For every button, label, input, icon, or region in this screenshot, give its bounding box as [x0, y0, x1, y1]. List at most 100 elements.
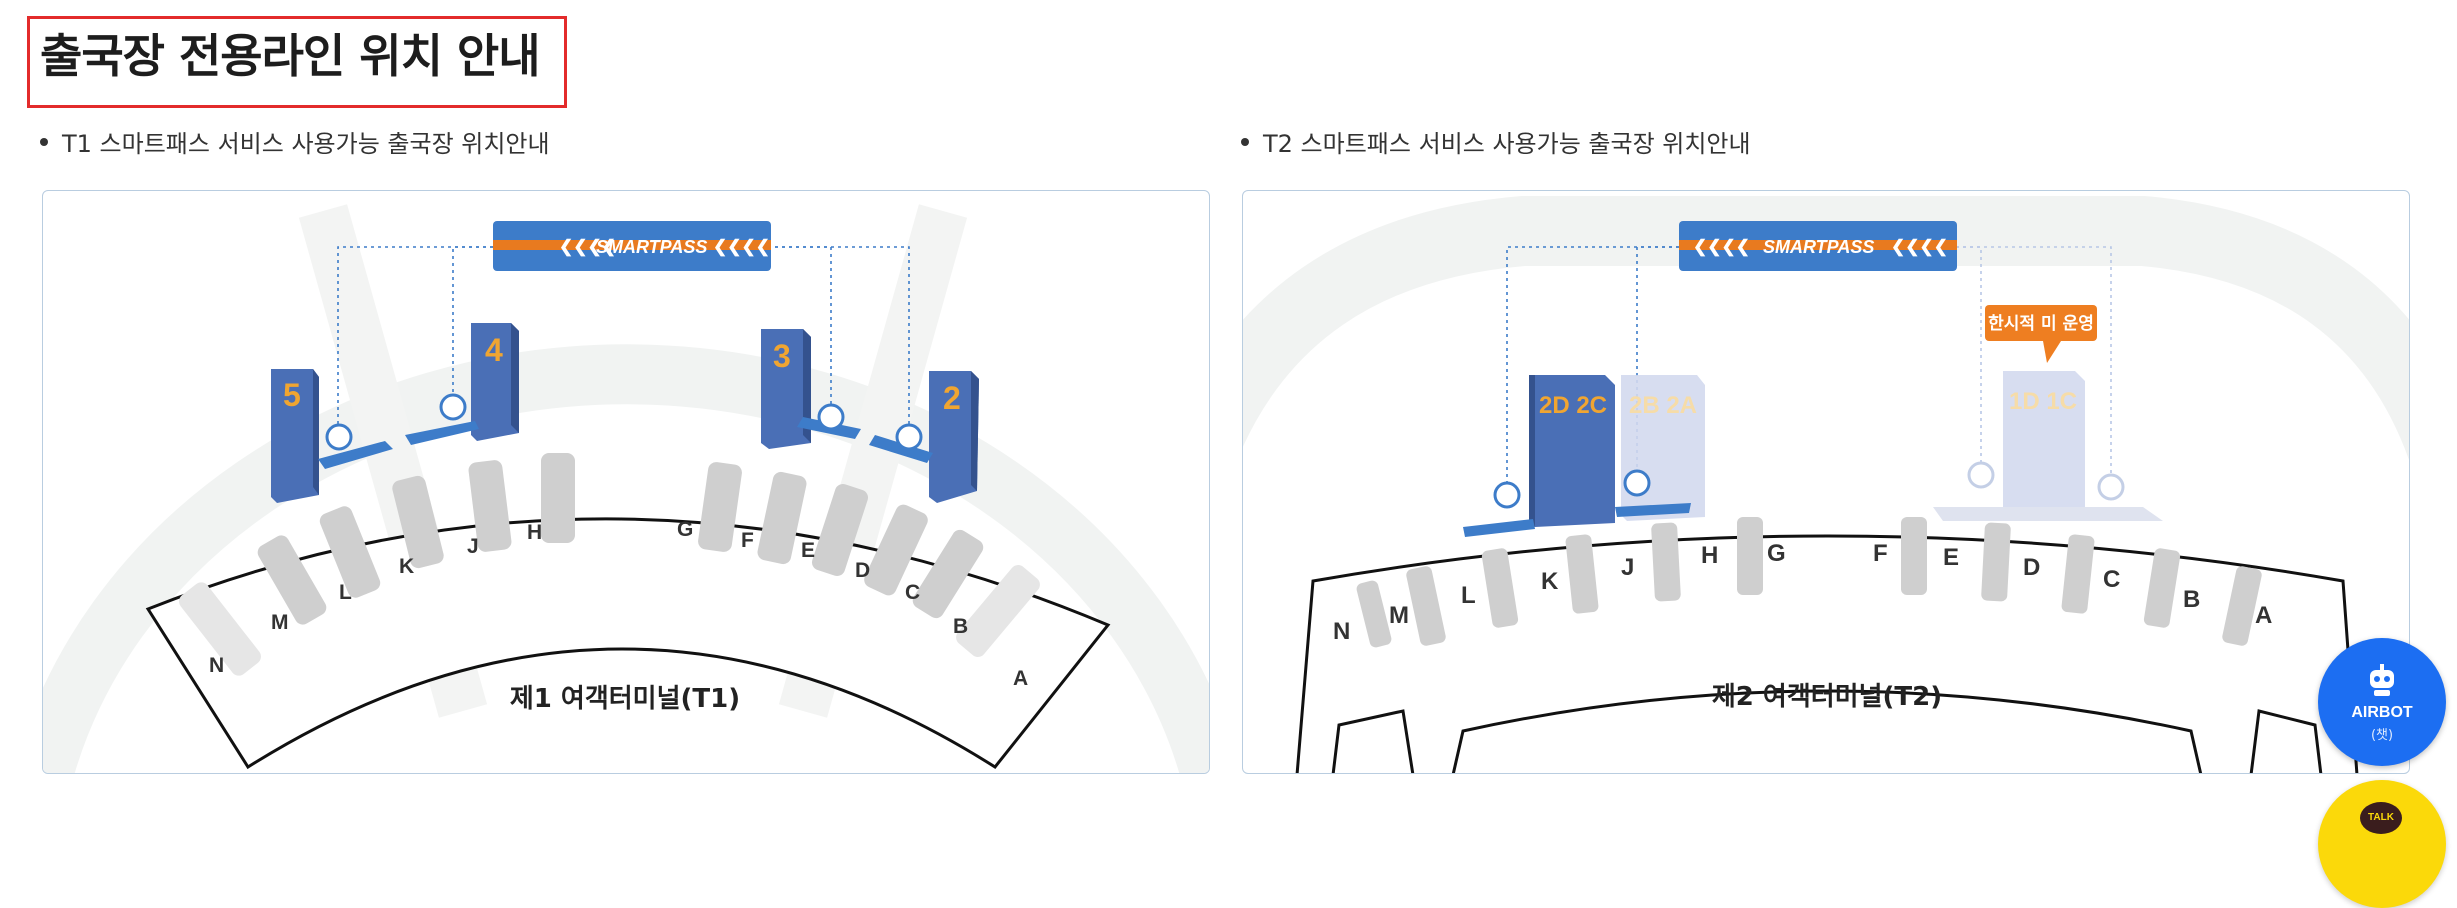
t2-markers [1493, 461, 2125, 509]
t2-gate-1d-1c-label: 1D 1C [2009, 388, 2077, 415]
connector-line [1636, 246, 1679, 483]
t2-gate-1d-1c [2003, 371, 2085, 519]
connector-line [1956, 246, 2112, 487]
t1-gate-3-number: 3 [773, 338, 791, 374]
smartpass-marker-icon [817, 403, 845, 431]
kakao-talk-button[interactable]: TALK [2318, 780, 2446, 908]
smartpass-marker-icon [1623, 469, 1651, 497]
smartpass-marker-icon [895, 423, 923, 451]
smartpass-marker-icon [1493, 481, 1521, 509]
floor-sign [1615, 503, 1691, 517]
t1-caption: T1 스마트패스 서비스 사용가능 출국장 위치안내 [40, 124, 550, 159]
t2-temp-notice-bubble [1985, 305, 2097, 341]
floor-sign [1463, 519, 1535, 537]
counter-bar [1651, 522, 1681, 602]
t2-connector-lines-inactive [1956, 246, 2112, 487]
counter-letter-n: N [1333, 618, 1350, 645]
counter-bar [257, 535, 327, 625]
counter-bar [812, 484, 868, 576]
t1-gate-4 [471, 323, 519, 441]
banner-stripe [493, 240, 771, 250]
t1-gate-5 [271, 369, 319, 503]
counter-letter-m: M [271, 611, 289, 634]
t1-banner-arrows-right: ❮❮❮❮ [713, 237, 770, 257]
t1-gate-2-number: 2 [943, 380, 961, 416]
t1-banner-arrows-left: ❮❮❮❮ [559, 237, 616, 257]
connector-line [768, 246, 910, 437]
gate-side [803, 329, 811, 443]
t1-map-panel: N M L K J H G F E D C B A ❮❮❮❮ SMARTPASS… [42, 190, 1210, 774]
counter-letter-f: F [741, 529, 754, 552]
t1-map: N M L K J H G F E D C B A ❮❮❮❮ SMARTPASS… [43, 204, 1209, 773]
counter-letter-b: B [953, 615, 968, 638]
counter-letter-c: C [905, 581, 920, 604]
counter-letter-b: B [2183, 586, 2200, 613]
talk-bubble-icon: TALK [2360, 802, 2402, 834]
counter-bar [541, 453, 575, 543]
counter-bar [2061, 534, 2095, 614]
counter-letter-g: G [1767, 540, 1786, 567]
floor-sign [405, 421, 479, 445]
counter-bar [757, 471, 807, 565]
t1-gate-5-number: 5 [283, 377, 301, 413]
counter-letter-l: L [339, 581, 352, 604]
t2-temp-notice-text: 한시적 미 운영 [1988, 314, 2094, 334]
banner-stripe [1679, 240, 1957, 250]
notice-pointer [2043, 341, 2061, 363]
t2-wing-right [2249, 709, 2323, 773]
counter-bar [2222, 566, 2262, 646]
counter-bar [1901, 517, 1927, 595]
t2-inner-line [1451, 689, 2203, 773]
t1-bg-arc [43, 344, 1209, 773]
t1-connector-lines [337, 246, 910, 437]
t1-gate-3 [761, 329, 811, 449]
counter-bar [912, 529, 984, 619]
t1-gate-4-number: 4 [485, 332, 503, 368]
counter-letter-c: C [2103, 566, 2120, 593]
counter-bar [1406, 566, 1446, 646]
smartpass-marker-icon-inactive [2097, 473, 2125, 501]
t2-terminal-building [1295, 534, 2359, 773]
t2-banner-text: SMARTPASS [1763, 237, 1874, 257]
gate-base-inactive [1933, 507, 2163, 521]
t2-caption: T2 스마트패스 서비스 사용가능 출국장 위치안내 [1241, 124, 1751, 159]
t2-gate-2d-2c-label: 2D 2C [1539, 392, 1607, 419]
counter-bar [1481, 548, 1519, 628]
gate-side [971, 371, 979, 491]
counter-letter-k: K [1541, 568, 1559, 595]
gate-side [1529, 375, 1535, 527]
counter-letter-g: G [677, 518, 693, 541]
counter-letter-f: F [1873, 540, 1888, 567]
t1-caption-text: T1 스마트패스 서비스 사용가능 출국장 위치안내 [62, 130, 550, 158]
airbot-sub-label: (챗) [2370, 728, 2394, 743]
counter-letter-e: E [1943, 544, 1959, 571]
counter-bar [468, 460, 512, 552]
t2-caption-text: T2 스마트패스 서비스 사용가능 출국장 위치안내 [1263, 130, 1751, 158]
t2-map-panel: N M L K J H G F E D C B A ❮❮❮❮ SMARTPASS [1242, 190, 2410, 774]
t2-banner-arrows-left: ❮❮❮❮ [1693, 237, 1750, 257]
title-highlight-box [27, 16, 567, 108]
counter-bar [179, 582, 261, 676]
t1-counter-group [179, 453, 1040, 676]
t2-floor-signs [1463, 503, 1691, 537]
airbot-label: AIRBOT [2351, 704, 2413, 721]
counter-letter-k: K [399, 555, 414, 578]
counter-bar [1981, 522, 2011, 602]
t2-wing-left [1331, 709, 1415, 773]
t1-banner-text: SMARTPASS [596, 237, 707, 257]
connector-line [1506, 246, 1679, 495]
counter-letter-h: H [1701, 542, 1718, 569]
t2-connector-lines [1506, 246, 1679, 495]
airbot-button[interactable]: AIRBOT (챗) [2318, 638, 2446, 766]
smartpass-marker-icon-inactive [1967, 461, 1995, 489]
t2-terminal-label: 제2 여객터미널(T2) [1712, 682, 1942, 712]
t1-terminal-label: 제1 여객터미널(T1) [510, 684, 740, 714]
page-title: 출국장 전용라인 위치 안내 [40, 29, 541, 83]
bullet-dot [40, 138, 48, 146]
t2-gate-2b-2a-label: 2B 2A [1629, 392, 1697, 419]
bullet-dot [1241, 138, 1249, 146]
counter-bar [2143, 548, 2181, 628]
robot-icon [2370, 664, 2394, 696]
t2-banner-arrows-right: ❮❮❮❮ [1891, 237, 1948, 257]
t2-map: N M L K J H G F E D C B A ❮❮❮❮ SMARTPASS [1243, 196, 2409, 773]
